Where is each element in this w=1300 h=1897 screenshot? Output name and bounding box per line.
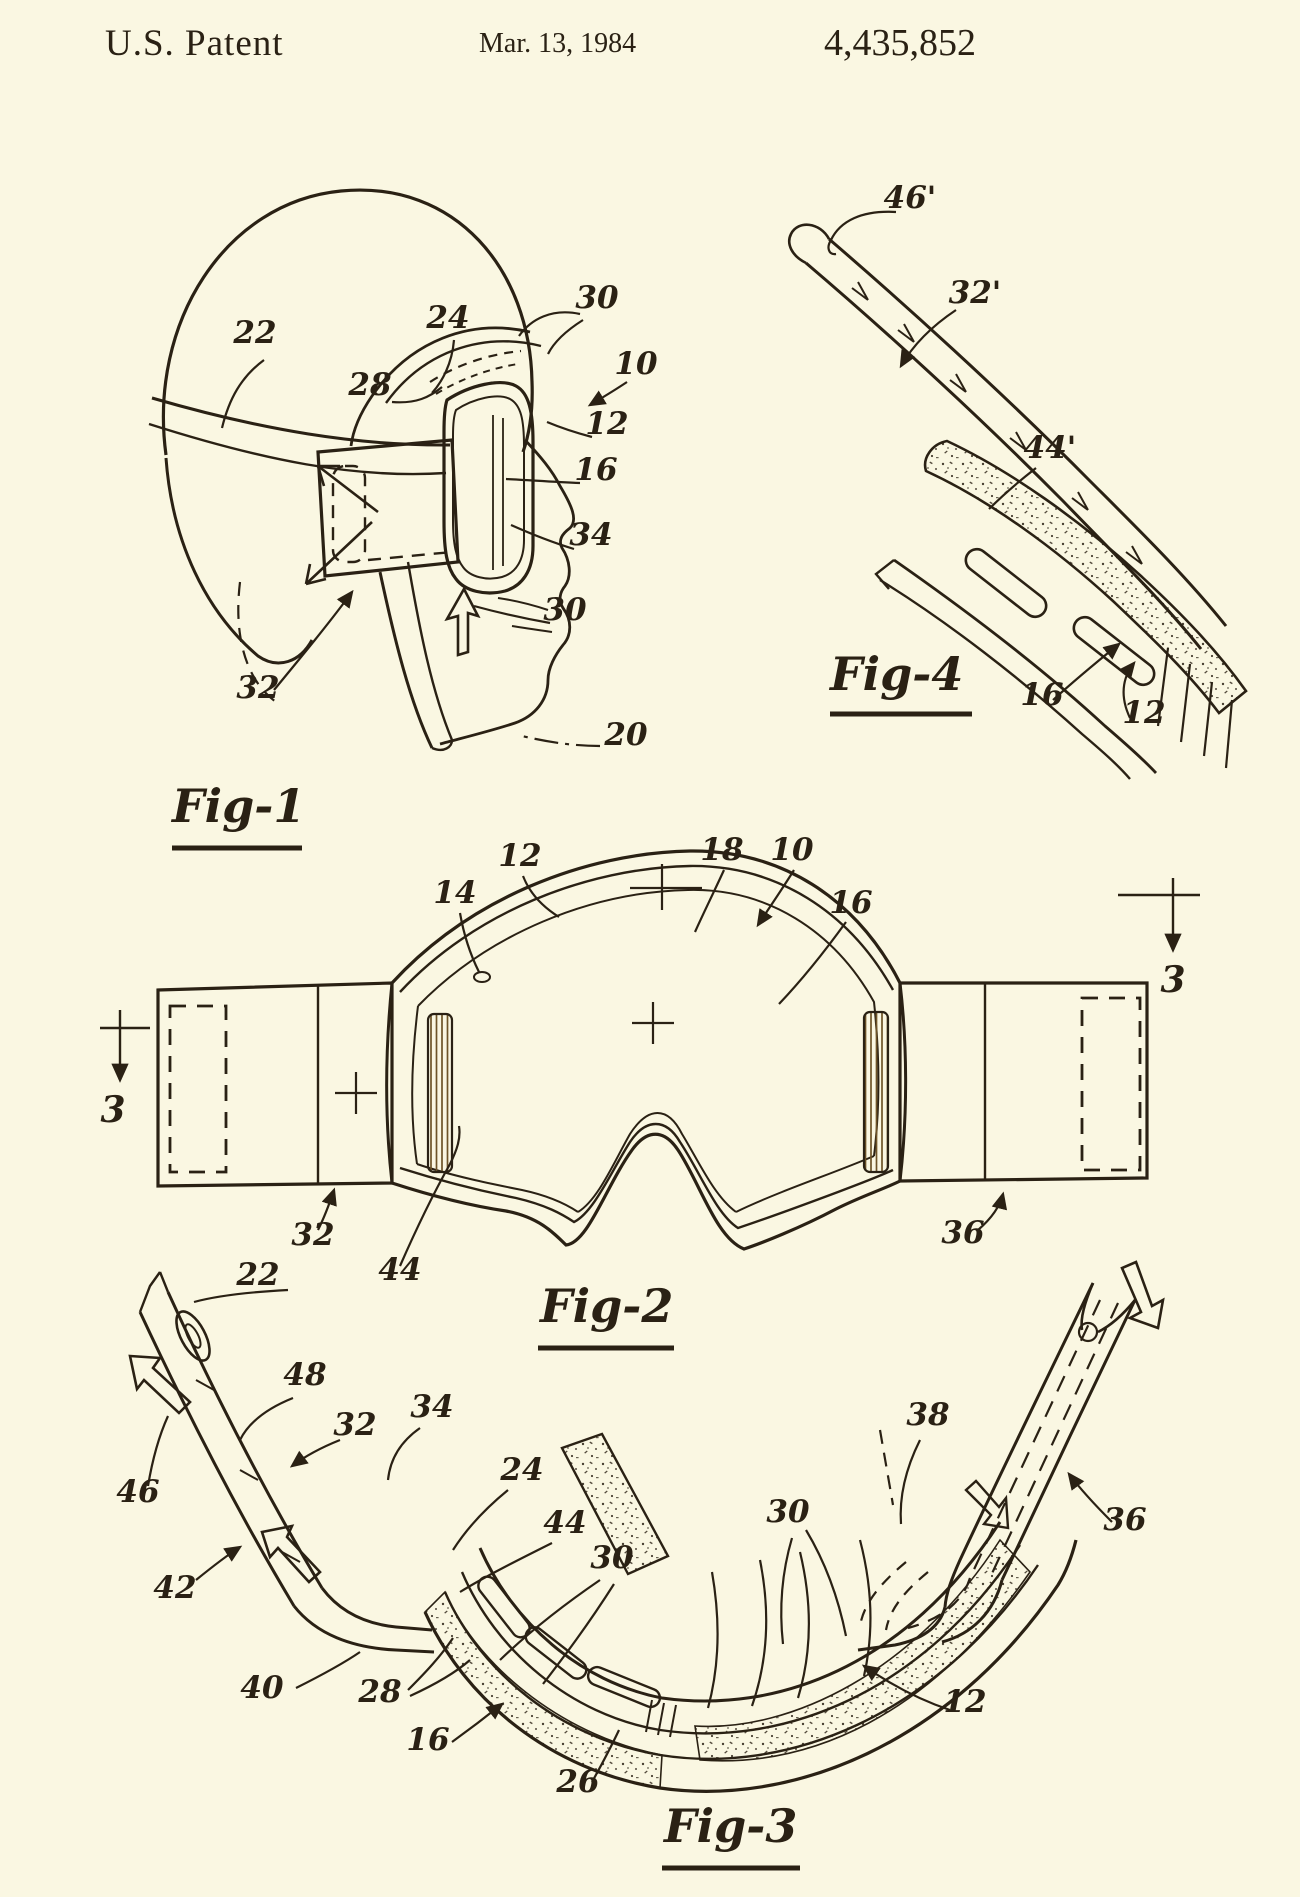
ref-numeral-26: 26 — [555, 1764, 599, 1800]
ref-numeral-34: 34 — [569, 517, 612, 553]
ref-numeral-36: 36 — [1103, 1502, 1146, 1538]
ref-numeral-48: 48 — [283, 1357, 326, 1393]
ref-numeral-44: 44 — [543, 1505, 586, 1541]
ref-numeral-44: 44 — [378, 1252, 421, 1288]
ref-numeral-32: 32 — [333, 1407, 376, 1443]
ref-numeral-24: 24 — [499, 1452, 543, 1488]
ref-numeral-40: 40 — [240, 1670, 284, 1706]
ref-numeral-24: 24 — [425, 300, 469, 336]
ref-numeral-38: 38 — [906, 1397, 949, 1433]
ref-numeral-32': 32' — [949, 275, 1002, 311]
ref-numeral-14: 14 — [433, 875, 476, 911]
ref-numeral-12: 12 — [943, 1684, 986, 1720]
ref-numeral-32: 32 — [236, 670, 279, 706]
ref-numeral-32: 32 — [291, 1217, 334, 1253]
ref-numeral-30: 30 — [590, 1540, 634, 1576]
figure-1-drawing: Fig-1 — [148, 188, 628, 851]
ref-numeral-12: 12 — [585, 406, 628, 442]
ref-numeral-3: 3 — [100, 1089, 125, 1131]
ref-numeral-44': 44' — [1024, 430, 1077, 466]
ref-numeral-30: 30 — [575, 280, 619, 316]
page-header: U.S. Patent Mar. 13, 1984 4,435,852 — [105, 22, 976, 64]
figure-2-section-numbers: 33 — [100, 959, 1185, 1131]
ref-numeral-34: 34 — [410, 1389, 453, 1425]
ref-numeral-12: 12 — [1122, 695, 1165, 731]
ref-numeral-36: 36 — [941, 1215, 984, 1251]
figure-4-caption: Fig-4 — [828, 647, 963, 701]
ref-numeral-30: 30 — [543, 592, 587, 628]
ref-numeral-28: 28 — [357, 1674, 401, 1710]
ref-numeral-12: 12 — [498, 838, 541, 874]
figure-2-drawing: Fig-2 — [100, 849, 1200, 1351]
ref-numeral-28: 28 — [347, 367, 391, 403]
ref-numeral-16: 16 — [1020, 677, 1063, 713]
ref-numeral-30: 30 — [766, 1494, 810, 1530]
ref-numeral-20: 20 — [603, 717, 648, 753]
figure-2-caption: Fig-2 — [538, 1279, 673, 1333]
ref-numeral-22: 22 — [232, 315, 276, 351]
ref-numeral-16: 16 — [406, 1722, 449, 1758]
figure-4-drawing: Fig-4 — [787, 210, 1248, 780]
figure-3-caption: Fig-3 — [662, 1799, 797, 1853]
ref-numeral-22: 22 — [235, 1257, 279, 1293]
figure-3-drawing: Fig-3 — [128, 1260, 1165, 1871]
patent-date: Mar. 13, 1984 — [479, 28, 636, 59]
ref-numeral-42: 42 — [153, 1570, 196, 1606]
ref-numeral-46': 46' — [884, 180, 937, 216]
ref-numeral-10: 10 — [614, 346, 658, 382]
figure-4-ref-numerals: 46' 32' 44' 16 12 — [884, 180, 1166, 731]
ref-numeral-3: 3 — [1160, 959, 1185, 1001]
figure-2-ref-numerals: 14 12 18 10 16 32 44 36 — [291, 832, 984, 1288]
patent-title: U.S. Patent — [105, 23, 284, 64]
ref-numeral-16: 16 — [574, 452, 617, 488]
figure-1-caption: Fig-1 — [170, 779, 305, 833]
ref-numeral-16: 16 — [829, 885, 872, 921]
ref-numeral-10: 10 — [770, 832, 814, 868]
figure-1-ref-numerals: 22 24 28 30 10 12 16 34 30 32 20 — [232, 280, 658, 753]
ref-numeral-46: 46 — [116, 1474, 159, 1510]
patent-number: 4,435,852 — [824, 22, 976, 64]
ref-numeral-18: 18 — [700, 832, 743, 868]
